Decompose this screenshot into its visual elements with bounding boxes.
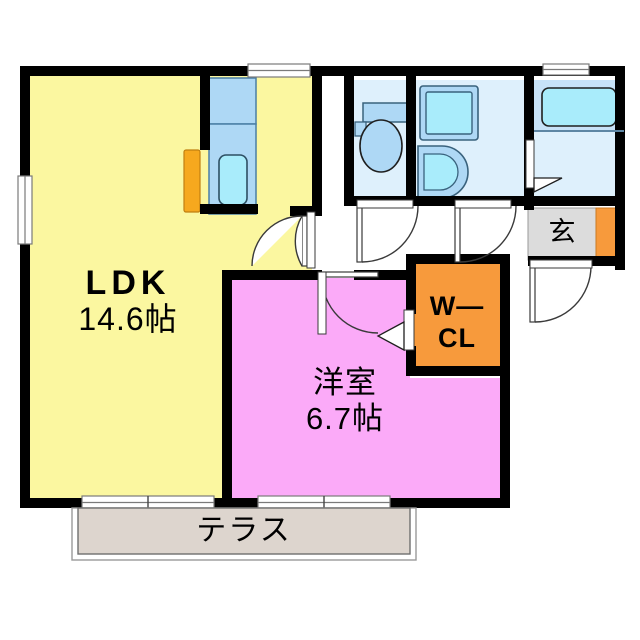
- door-entrance-panel: [529, 265, 536, 323]
- kitchen-group: [183, 77, 257, 215]
- wall-top-right: [320, 66, 625, 76]
- wcl-floor: [414, 262, 500, 372]
- wall-bedroom-right: [500, 370, 510, 508]
- toilet-group: [354, 102, 408, 173]
- entrance-label: 玄: [548, 217, 576, 247]
- windows-group: [17, 63, 590, 510]
- door-wcl-sliding: [376, 309, 415, 352]
- bedroom-floor-group: [228, 278, 510, 500]
- bedroom-room-area: 6.7帖: [305, 401, 385, 436]
- door-ldk-hall-panel: [301, 215, 308, 267]
- toilet-tank: [362, 102, 408, 123]
- wall-toilet-left: [344, 66, 354, 206]
- wall-wcl-left: [406, 254, 416, 314]
- door-washroom-arc: [459, 205, 517, 263]
- door-washroom-panel: [454, 205, 461, 263]
- terrace-group: [71, 507, 417, 561]
- door-washroom-header: [454, 199, 512, 209]
- door-ldk-hall-header: [306, 211, 316, 269]
- wall-toilet-right: [406, 66, 416, 206]
- door-ldk-hall-arc2: [251, 215, 303, 267]
- wall-bath-divider: [534, 130, 624, 132]
- bathroom-group: [534, 80, 624, 132]
- door-entrance-arc: [534, 265, 592, 323]
- door-toilet-panel: [356, 205, 363, 263]
- entrance-tile: [527, 207, 597, 261]
- toilet-bowl: [359, 119, 403, 173]
- wall-bedroom-top-right: [354, 270, 412, 280]
- washing-machine-drum: [425, 91, 473, 135]
- ldk-room-name: LDK: [85, 264, 171, 302]
- wall-bath-left: [524, 66, 534, 206]
- wall-kitchen-partition: [200, 76, 210, 150]
- door-ldk-hall-arc: [294, 215, 303, 267]
- wall-outer-right: [615, 66, 625, 270]
- kitchen-sink: [218, 154, 248, 206]
- terrace-floor: [77, 507, 411, 555]
- door-toilet-header: [356, 199, 414, 209]
- kitchen-cabinet: [208, 77, 257, 125]
- wall-entrance-right: [615, 196, 625, 266]
- wall-wcl-left-lower: [406, 346, 416, 374]
- wall-wcl-right: [500, 254, 510, 374]
- door-bath-sliding: [525, 139, 563, 194]
- wall-bedroom-left: [222, 270, 232, 508]
- door-entrance-header: [529, 259, 593, 269]
- wall-ldk-top: [20, 66, 320, 76]
- washroom-group: [417, 85, 479, 199]
- stove-burner: [183, 149, 201, 213]
- wcl-label-line1: W—: [429, 291, 485, 321]
- wall-ldk-right-upper: [312, 66, 322, 212]
- doors-group: [251, 139, 593, 352]
- wall-bedroom-top-left: [222, 270, 322, 280]
- bedroom-room-name: 洋室: [313, 365, 377, 400]
- bedroom-floor: [228, 278, 510, 500]
- wall-kitchen-bottom: [200, 204, 258, 214]
- door-bedroom-jamb: [317, 271, 327, 335]
- ldk-room-area: 14.6帖: [78, 301, 178, 337]
- door-bedroom-panel: [321, 271, 379, 278]
- terrace-label: テラス: [196, 514, 292, 547]
- wcl-label-line2: CL: [438, 323, 476, 353]
- door-toilet-arc: [361, 205, 419, 263]
- vanity-basin: [423, 153, 459, 191]
- wall-ldk-left: [20, 66, 30, 508]
- wall-ldk-stub: [290, 206, 322, 216]
- bathtub: [541, 87, 617, 127]
- wall-hall-right-entry: [524, 196, 534, 210]
- wall-wcl-bottom: [406, 366, 510, 376]
